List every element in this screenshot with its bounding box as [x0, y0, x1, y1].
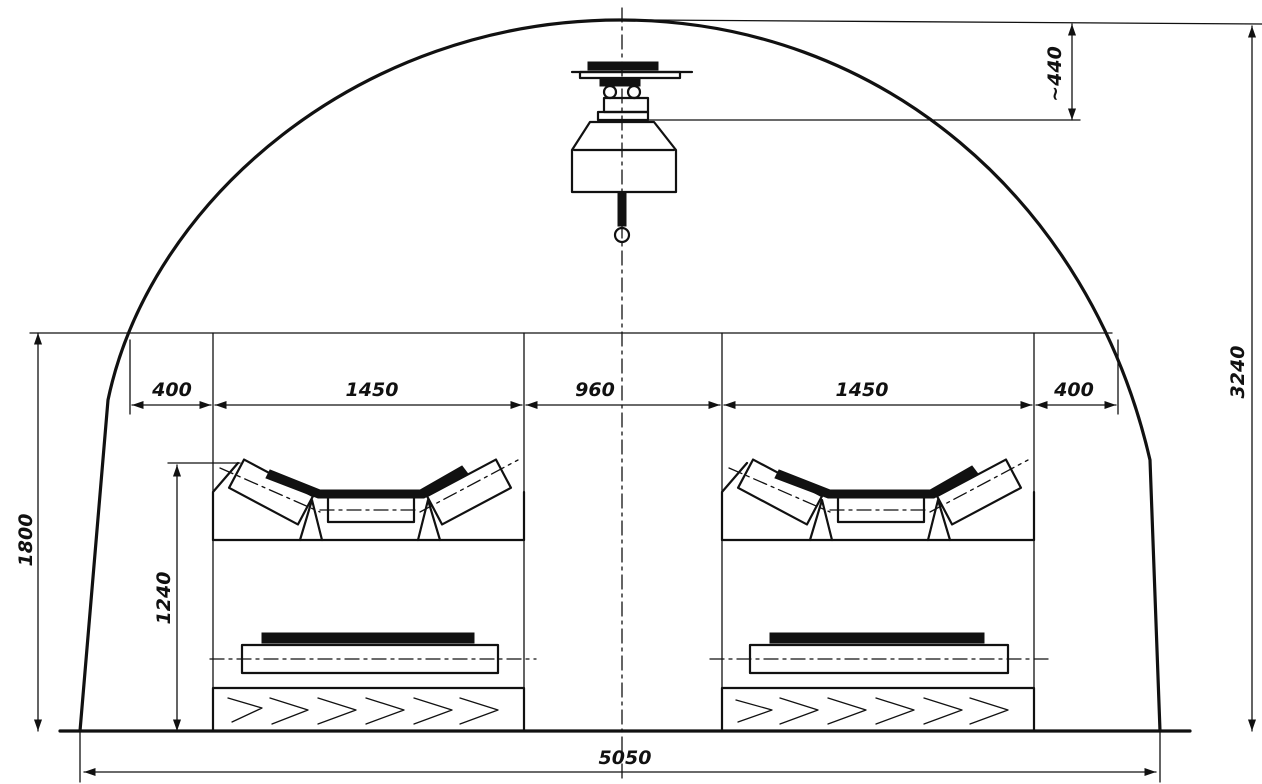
dim-label-right-margin: 400: [1053, 379, 1094, 401]
dim-label-overall-width: 5050: [599, 747, 652, 769]
dim-wall-height: 1800: [15, 332, 1113, 732]
right-foundation: [720, 686, 1036, 733]
dim-overall-width: 5050: [79, 730, 1161, 783]
dim-label-total-height: 3240: [1227, 346, 1249, 399]
dim-top-clearance: ~440: [647, 19, 1262, 121]
left-troughing-idlers: [219, 458, 519, 542]
hoist-hook: [613, 226, 631, 244]
overhead-hoist: [570, 61, 694, 244]
dim-label-center-gap: 960: [575, 379, 615, 401]
dim-label-right-conveyor: 1450: [836, 379, 889, 401]
dim-label-left-conveyor: 1450: [346, 379, 399, 401]
dim-conveyor-height: 1240: [153, 462, 241, 732]
right-conveyor: [709, 458, 1051, 733]
dim-widths: 400 1450 960 1450 400: [131, 379, 1117, 410]
hoist-body: [570, 120, 678, 194]
dim-label-left-margin: 400: [151, 379, 192, 401]
dim-label-top-clearance: ~440: [1044, 46, 1066, 102]
right-return-idler: [709, 632, 1051, 675]
left-return-idler: [209, 632, 537, 675]
hoist-rail-top: [587, 61, 659, 71]
dim-label-conveyor-height: 1240: [153, 572, 175, 625]
tunnel-arch: [78, 18, 1162, 733]
dim-label-wall-height: 1800: [15, 514, 37, 567]
zone-divisions: [129, 332, 1119, 732]
tunnel-outline: [58, 18, 1192, 733]
dim-total-height: 3240: [1227, 25, 1257, 732]
right-troughing-idlers: [728, 458, 1029, 542]
left-conveyor: [209, 458, 537, 733]
left-foundation: [211, 686, 526, 733]
